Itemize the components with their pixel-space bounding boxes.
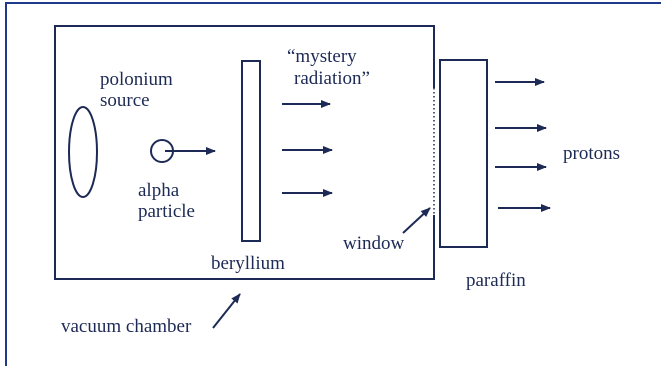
mystery-label-line1: “mystery	[287, 46, 357, 67]
window-label: window	[343, 233, 405, 254]
alpha-label-line2: particle	[138, 201, 195, 222]
vacuum-chamber-label: vacuum chamber	[61, 316, 192, 337]
polonium-source-ellipse	[68, 106, 98, 198]
alpha-label-line1: alpha	[138, 180, 180, 201]
vacuum-chamber-pointer-arrow	[212, 293, 241, 329]
protons-label: protons	[563, 143, 620, 164]
polonium-label-line1: polonium	[100, 69, 173, 90]
polonium-label-line2: source	[100, 90, 150, 111]
window-pointer-arrow	[402, 207, 431, 234]
paraffin-label: paraffin	[466, 270, 526, 291]
beryllium-slab	[241, 60, 261, 242]
beryllium-label: beryllium	[211, 253, 285, 274]
paraffin-block	[439, 59, 488, 248]
mystery-label-line2: radiation”	[294, 68, 370, 89]
